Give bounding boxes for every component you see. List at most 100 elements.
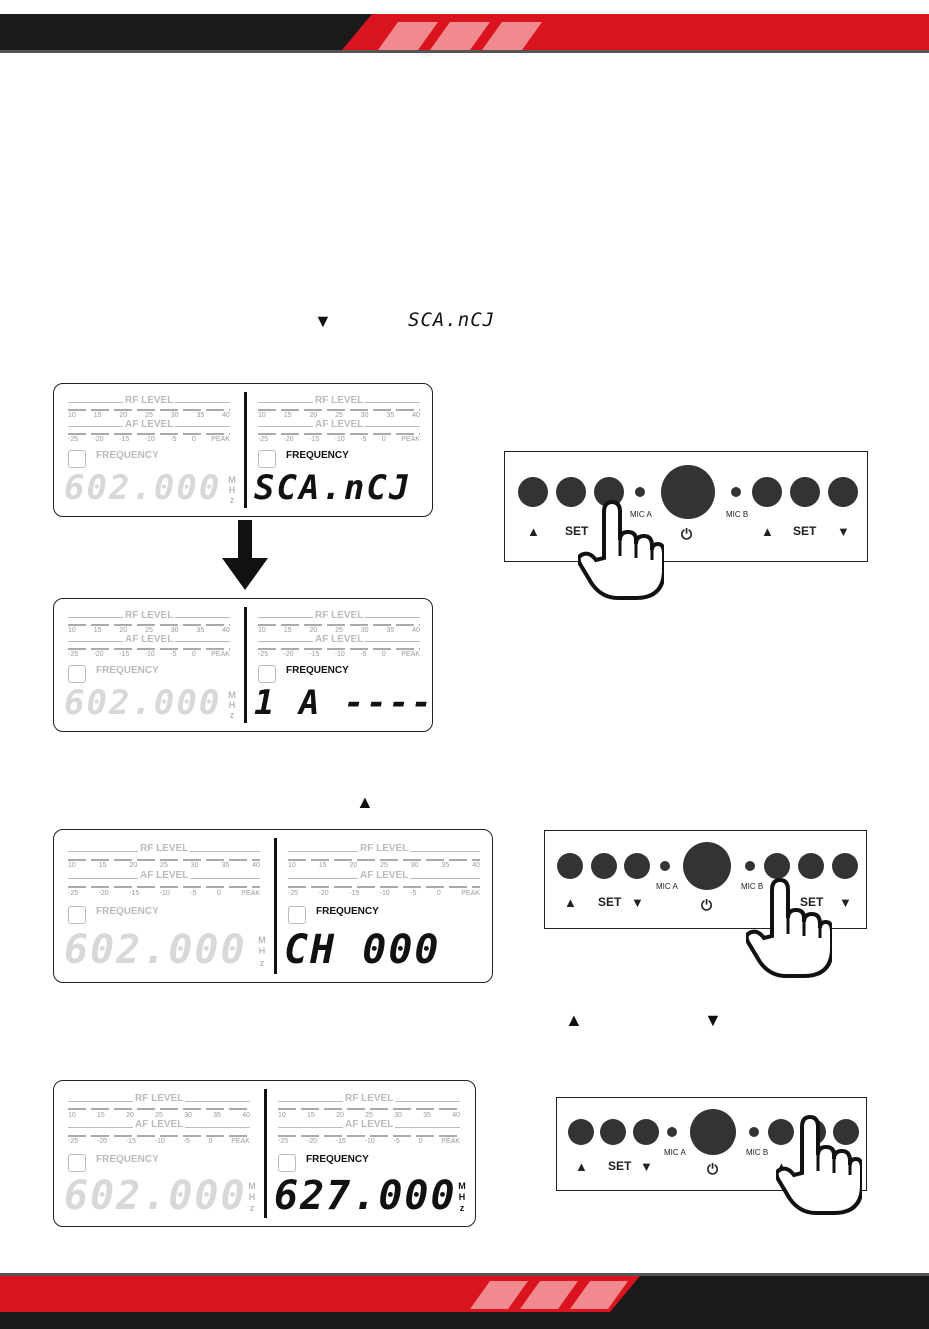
frequency-readout: 602.000 [64,927,247,973]
rf-meter [68,409,230,411]
af-tick: 0 [381,436,386,443]
set-button-a[interactable] [600,1119,626,1145]
frequency-label: FREQUENCY [306,1154,369,1165]
af-tick: PEAK [401,651,420,658]
rf-level-label: RF LEVEL [123,395,176,406]
af-level-label: AF LEVEL [313,419,366,430]
af-tick: PEAK [211,651,230,658]
up-button-a[interactable] [518,477,548,507]
af-tick: -10 [144,651,155,658]
rf-tick: 25 [335,627,343,634]
up-arrow-symbol: ▲ [565,1010,583,1030]
unit-z: z [459,1203,465,1213]
rf-tick: 35 [423,1112,431,1119]
af-tick: 0 [381,651,386,658]
rf-tick: 10 [258,412,266,419]
rf-tick: 10 [288,862,296,869]
rf-meter [68,1108,250,1110]
af-tick: -20 [306,1138,318,1145]
af-tick: PEAK [211,436,230,443]
power-knob[interactable] [690,1109,736,1155]
rf-tick: 15 [93,412,102,419]
af-tick: 0 [208,1138,213,1145]
af-tick: -10 [334,436,345,443]
power-knob[interactable] [661,465,715,519]
up-button-a[interactable] [568,1119,594,1145]
af-tick: -15 [119,436,130,443]
down-button-b[interactable] [833,1119,859,1145]
af-tick: -25 [68,436,79,443]
rf-level-label: RF LEVEL [123,610,176,621]
up-button-a[interactable] [557,853,583,879]
set-label: SET [565,524,589,538]
unit-m: M [248,1181,256,1191]
set-label: SET [800,895,824,909]
rf-tick: 20 [119,412,128,419]
rf-tick: 40 [472,862,480,869]
rf-level-label: RF LEVEL [313,395,366,406]
set-button-a[interactable] [556,477,586,507]
rf-level-label: RF LEVEL [358,843,411,854]
channel-readout: SCA.nCJ [254,468,412,508]
unit-m: M [228,690,236,700]
power-knob[interactable] [683,842,731,890]
rf-tick: 25 [380,862,388,869]
up-arrow-icon: ▲ [527,524,540,539]
mic-a-led [635,487,645,497]
rf-tick: 35 [196,412,205,419]
af-tick: -10 [379,890,390,897]
af-meter [278,1135,460,1137]
rf-tick: 30 [360,627,369,634]
header-bar [0,14,929,53]
rf-tick: 25 [145,627,153,634]
af-tick: -10 [159,890,170,897]
up-arrow-icon: ▲ [761,524,774,539]
frequency-label: FREQUENCY [96,906,159,917]
down-button-a[interactable] [624,853,650,879]
up-button-b[interactable] [768,1119,794,1145]
set-label: SET [608,1159,632,1173]
rf-tick: 30 [170,627,179,634]
up-arrow-symbol: ▲ [356,792,374,812]
af-tick: -20 [93,436,104,443]
rf-tick: 40 [252,862,260,869]
frequency-readout: 602.000 [64,468,222,508]
up-button-b[interactable] [752,477,782,507]
rf-tick: 30 [410,862,419,869]
down-arrow-symbol: ▼ [314,311,332,331]
rf-meter [278,1108,460,1110]
rf-level-label: RF LEVEL [343,1093,396,1104]
rf-tick: 15 [307,1112,315,1119]
rf-tick: 35 [441,862,450,869]
rf-tick: 20 [349,862,358,869]
set-button-b[interactable] [790,477,820,507]
set-label: SET [598,895,622,909]
af-tick: -20 [318,890,329,897]
set-button-b[interactable] [798,853,824,879]
rf-level-label: RF LEVEL [313,610,366,621]
up-button-b[interactable] [764,853,790,879]
rf-meter [258,624,420,626]
footer-bar [0,1273,929,1329]
af-level-label: AF LEVEL [123,634,176,645]
af-level-label: AF LEVEL [358,870,411,881]
rf-tick: 15 [97,1112,105,1119]
set-button-a[interactable] [591,853,617,879]
down-arrow-icon: ▼ [837,524,850,539]
down-button-b[interactable] [828,477,858,507]
mic-a-label: MIC A [664,1148,686,1157]
af-meter [68,886,260,888]
rf-tick: 25 [365,1112,373,1119]
af-tick: 0 [436,890,441,897]
frequency-label: FREQUENCY [96,665,159,676]
af-tick: -10 [364,1138,375,1145]
down-button-b[interactable] [832,853,858,879]
rf-tick: 10 [68,1112,76,1119]
af-tick: -5 [360,651,367,658]
rf-tick: 40 [222,627,230,634]
down-button-a[interactable] [633,1119,659,1145]
